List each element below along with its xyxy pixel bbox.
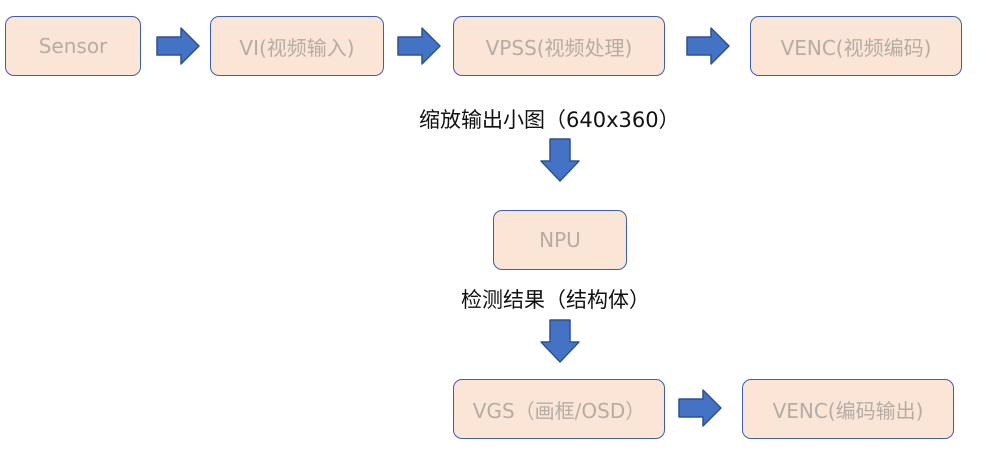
right-arrow-icon [156,27,200,65]
resize-output-label: 缩放输出小图（640x360） [419,108,680,132]
down-arrow-icon [540,138,580,182]
sensor-node: Sensor [5,16,141,76]
right-arrow-icon [686,27,730,65]
vpss-node: VPSS(视频处理) [453,16,665,76]
vgs-node: VGS（画框/OSD） [453,379,665,439]
venc-node: VENC(视频编码) [750,16,962,76]
detection-result-label: 检测结果（结构体） [461,288,650,312]
right-arrow-icon [678,389,722,427]
npu-node: NPU [493,210,627,270]
right-arrow-icon [397,27,441,65]
down-arrow-icon [540,319,580,363]
venc-output-node: VENC(编码输出) [742,379,954,439]
vi-node: VI(视频输入) [210,16,384,76]
